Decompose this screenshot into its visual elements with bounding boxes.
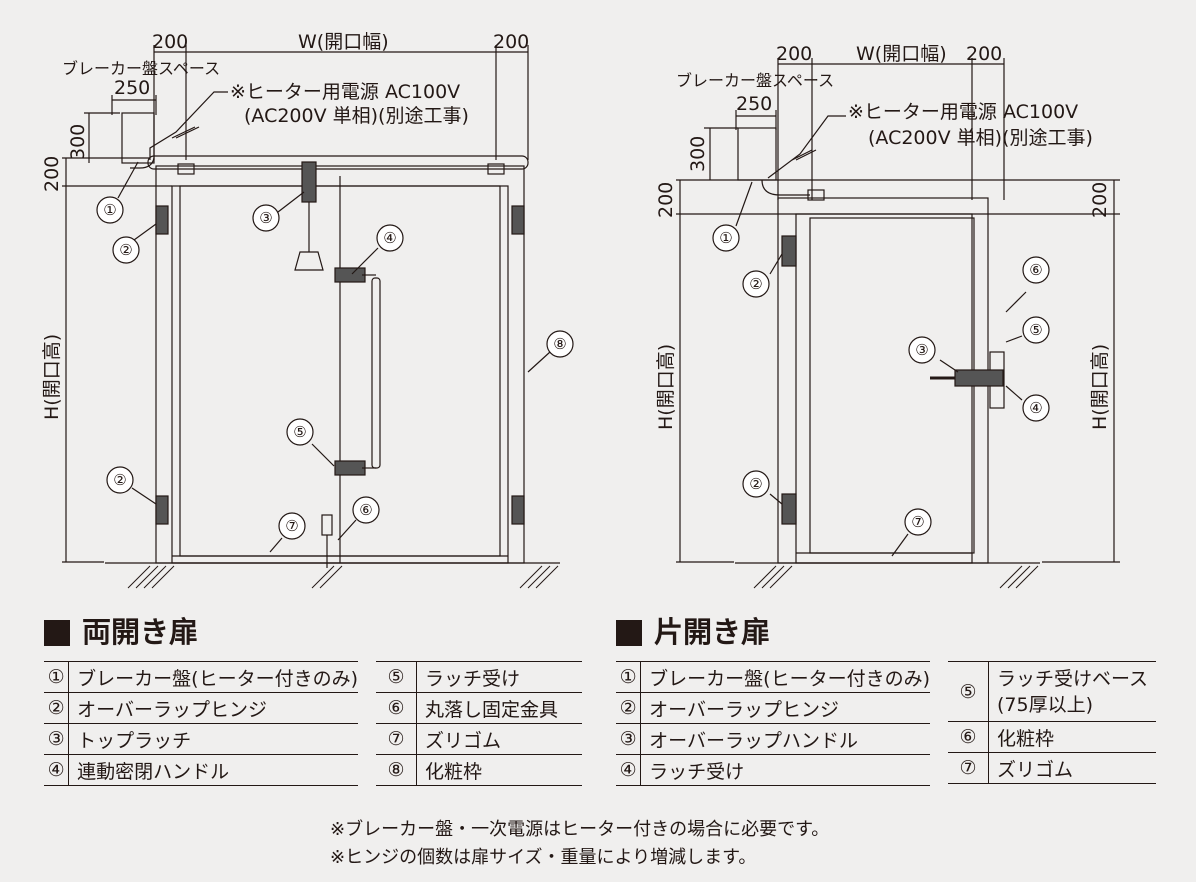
breaker-space-label: ブレーカー盤スペース [676, 71, 834, 90]
marker-2: ② [119, 241, 132, 259]
dim-200: 200 [1089, 182, 1111, 218]
parts-label: 連動密閉ハンドル [68, 754, 358, 786]
parts-number: ③ [44, 723, 70, 755]
note-2: ※ヒンジの個数は扉サイズ・重量により増減します。 [330, 847, 757, 868]
dim-width: W(開口幅) [856, 43, 947, 65]
parts-label: 化粧枠 [988, 721, 1156, 753]
power-note-line1: ※ヒーター用電源 AC100V [848, 101, 1078, 123]
parts-label: ブレーカー盤(ヒーター付きのみ) [68, 661, 358, 693]
parts-number: ⑧ [376, 754, 417, 786]
marker-7: ⑦ [911, 513, 924, 531]
parts-label: 化粧枠 [416, 754, 582, 786]
dim-200: 200 [966, 43, 1002, 65]
power-note-line2: (AC200V 単相)(別途工事) [244, 105, 469, 127]
marker-1: ① [103, 201, 116, 219]
breaker-space-label: ブレーカー盤スペース [62, 59, 220, 78]
dim-200: 200 [41, 156, 63, 192]
square-bullet-icon [44, 619, 70, 646]
door-installation-diagram: ① ② ③ ④ ⑤ ② ⑥ ⑦ ⑧ ① ② ③ ⑥ ⑤ ④ ② ⑦ 200 W(… [41, 31, 1120, 589]
dim-300: 300 [67, 124, 89, 160]
marker-1: ① [719, 229, 732, 247]
dim-250: 250 [114, 77, 150, 99]
parts-number: ④ [616, 754, 642, 786]
dim-200: 200 [655, 182, 677, 218]
parts-number: ① [44, 661, 70, 693]
parts-number: ⑦ [948, 752, 989, 784]
note-1: ※ブレーカー盤・一次電源はヒーター付きの場合に必要です。 [330, 819, 830, 840]
dim-height: H(開口高) [41, 334, 63, 420]
parts-number: ⑦ [376, 723, 417, 755]
parts-label: ラッチ受け [640, 754, 930, 786]
dim-200: 200 [776, 43, 812, 65]
marker-7: ⑦ [285, 517, 298, 535]
marker-2: ② [749, 475, 762, 493]
single-door-title: 片開き扉 [616, 618, 770, 647]
parts-label: オーバーラップヒンジ [68, 692, 358, 724]
marker-3: ③ [915, 341, 928, 359]
dim-200: 200 [493, 31, 529, 53]
parts-label: ラッチ受け [416, 661, 582, 693]
parts-label: 丸落し固定金具 [416, 692, 582, 724]
dim-200: 200 [152, 31, 188, 53]
double-door-title: 両開き扉 [44, 618, 198, 647]
square-bullet-icon [616, 619, 642, 646]
parts-label: ラッチ受けベース (75厚以上) [988, 661, 1156, 722]
dim-300: 300 [687, 136, 709, 172]
parts-label: ブレーカー盤(ヒーター付きのみ) [640, 661, 930, 693]
marker-5: ⑤ [293, 423, 306, 441]
dim-height: H(開口高) [1089, 344, 1111, 430]
double-door-title-text: 両開き扉 [82, 615, 199, 649]
parts-label: ズリゴム [416, 723, 582, 755]
parts-number: ⑤ [376, 661, 417, 693]
marker-8: ⑧ [553, 335, 566, 353]
parts-number: ⑥ [376, 692, 417, 724]
parts-number: ⑥ [948, 721, 989, 753]
power-note-line1: ※ヒーター用電源 AC100V [230, 81, 460, 103]
parts-label: オーバーラップハンドル [640, 723, 930, 755]
parts-number: ② [616, 692, 642, 724]
marker-4: ④ [1029, 399, 1042, 417]
marker-6: ⑥ [359, 501, 372, 519]
marker-2: ② [749, 275, 762, 293]
dim-height: H(開口高) [655, 344, 677, 430]
dim-width: W(開口幅) [298, 31, 389, 53]
marker-4: ④ [383, 229, 396, 247]
parts-number: ② [44, 692, 70, 724]
power-note-line2: (AC200V 単相)(別途工事) [868, 127, 1093, 149]
dim-250: 250 [736, 93, 772, 115]
parts-number: ③ [616, 723, 642, 755]
single-door-title-text: 片開き扉 [654, 615, 771, 649]
parts-number: ④ [44, 754, 70, 786]
marker-3: ③ [259, 209, 272, 227]
parts-label: トップラッチ [68, 723, 358, 755]
parts-label: ズリゴム [988, 752, 1156, 784]
marker-5: ⑤ [1029, 321, 1042, 339]
parts-label: オーバーラップヒンジ [640, 692, 930, 724]
marker-6: ⑥ [1029, 261, 1042, 279]
parts-number: ⑤ [948, 661, 989, 722]
parts-number: ① [616, 661, 642, 693]
marker-2: ② [113, 471, 126, 489]
